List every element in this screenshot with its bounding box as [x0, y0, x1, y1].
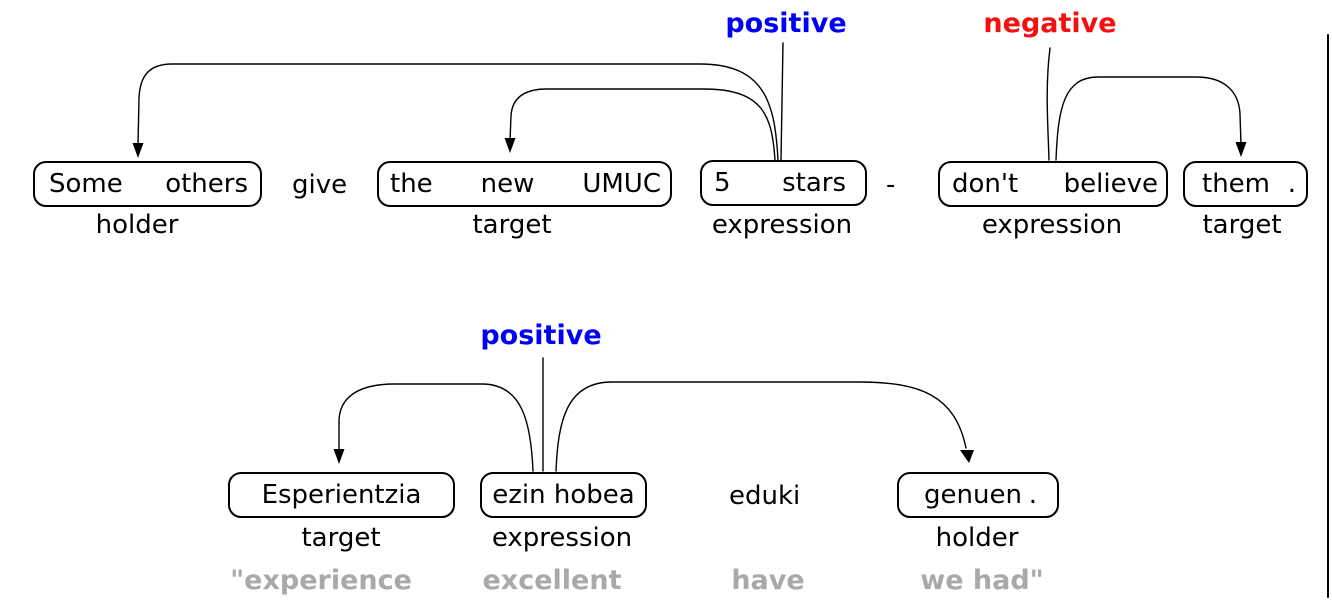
s1-target2-span-box: them . [1183, 161, 1308, 207]
s2-polarity-positive: positive [480, 320, 602, 351]
s2-target-span-box: Esperientzia [228, 472, 455, 518]
s2-gloss-experience: "experience [230, 565, 412, 596]
s1-positive-stem [780, 42, 784, 161]
token: the [390, 169, 433, 199]
s1-role-target: target [472, 210, 552, 240]
token: Esperientzia [261, 480, 422, 510]
s2-arrowhead-holder [960, 450, 974, 463]
s2-gloss-we-had: we had" [920, 565, 1044, 596]
token: stars [782, 168, 846, 198]
s1-arc-expression-to-target [509, 88, 776, 161]
token: . [1287, 169, 1296, 199]
token: UMUC [582, 169, 661, 199]
s1-arrowhead-holder [132, 143, 144, 158]
s1-role-holder: holder [95, 210, 179, 240]
token: genuen [924, 480, 1022, 510]
token: Some [49, 169, 123, 199]
token-dash: - [886, 170, 896, 200]
s1-arc-expression-to-target2 [1055, 76, 1242, 161]
s1-polarity-negative: negative [983, 8, 1117, 39]
token-give: give [292, 170, 348, 200]
token: don't [952, 169, 1019, 199]
token: 5 [714, 168, 731, 198]
s2-gloss-have: have [731, 565, 805, 596]
s1-expression-negative-span-box: don't believe [938, 161, 1168, 207]
s2-arc-expression-to-target [338, 383, 534, 472]
s2-role-target: target [301, 523, 381, 553]
token: ezin hobea [492, 480, 635, 510]
token: believe [1063, 169, 1158, 199]
s2-expression-span-box: ezin hobea [480, 472, 647, 518]
s1-expression-positive-span-box: 5 stars [700, 160, 867, 206]
s2-role-expression: expression [491, 523, 633, 553]
s1-role-expression-negative: expression [981, 210, 1123, 240]
s1-target-span-box: the new UMUC [377, 161, 672, 207]
s1-negative-stem [1046, 47, 1051, 161]
token: others [165, 169, 248, 199]
s2-holder-span-box: genuen . [897, 472, 1059, 518]
s1-role-expression-positive: expression [711, 210, 853, 240]
s2-arrowhead-target [333, 449, 345, 464]
s2-arc-expression-to-holder [555, 381, 967, 472]
s1-polarity-positive: positive [725, 8, 847, 39]
token: new [480, 169, 535, 199]
token-eduki: eduki [729, 481, 801, 511]
s1-arrowhead-target [504, 138, 516, 153]
s1-arrowhead-target2 [1235, 142, 1247, 157]
s2-gloss-excellent: excellent [482, 565, 622, 596]
s1-role-target2: target [1202, 210, 1282, 240]
s1-arc-expression-to-holder [137, 63, 779, 161]
s2-role-holder: holder [935, 523, 1019, 553]
token: . [1028, 480, 1037, 510]
s1-holder-span-box: Some others [33, 161, 262, 207]
token: them [1202, 169, 1270, 199]
